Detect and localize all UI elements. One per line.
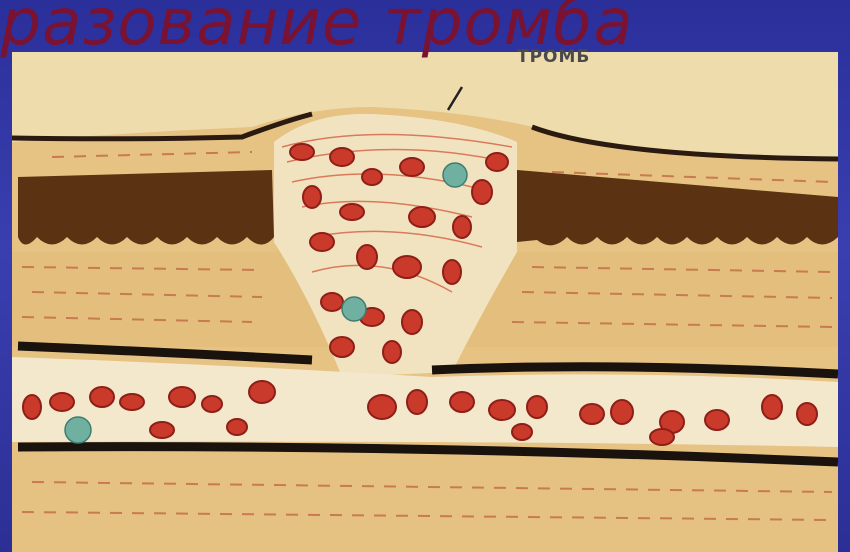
thrombus-illustration [12, 52, 838, 552]
lower-tissue [12, 452, 838, 552]
vessel-cross-section [12, 52, 838, 552]
muscle-layer-left [18, 170, 274, 245]
thrombus-label: ТРОМБ [517, 47, 590, 67]
